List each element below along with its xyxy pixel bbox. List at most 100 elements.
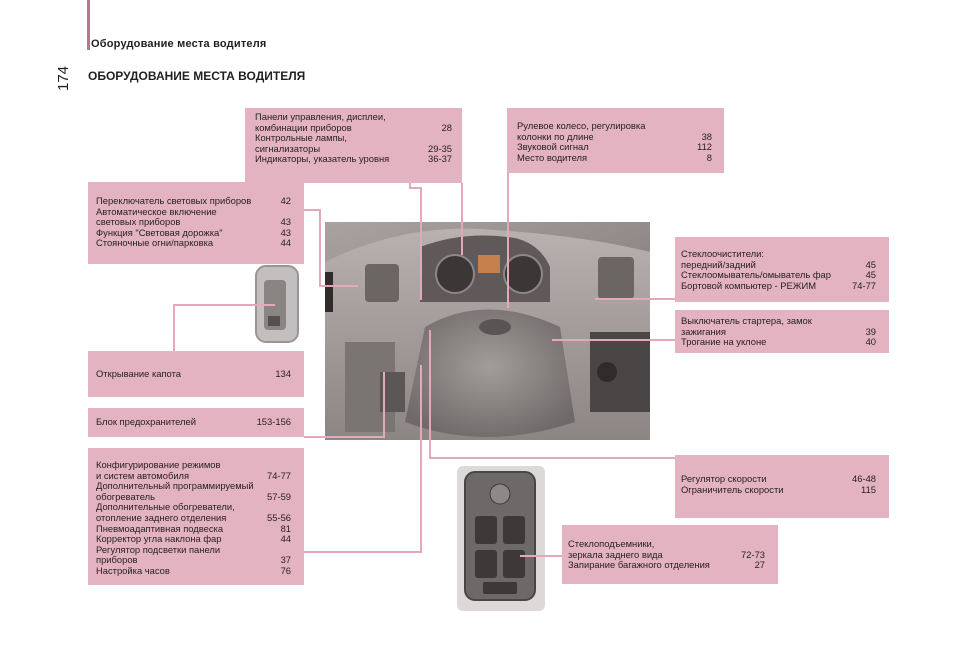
callout-text: Стеклоподъемники, — [568, 538, 655, 549]
callout-text: Блок предохранителей — [96, 416, 196, 427]
callout-text: сигнализаторы — [255, 142, 321, 154]
callout-text: зажигания — [681, 325, 726, 337]
page-reference[interactable]: 45 — [865, 258, 876, 270]
callout-row: Панели управления, дисплеи, — [255, 111, 452, 123]
page-title: ОБОРУДОВАНИЕ МЕСТА ВОДИТЕЛЯ — [88, 69, 306, 83]
page-reference[interactable]: 43 — [280, 216, 291, 228]
callout-row: и систем автомобиля 74-77 — [96, 469, 291, 482]
callout-row: Функция "Световая дорожка" 43 — [96, 226, 291, 239]
callout-panels: Панели управления, дисплеи,комбинации пр… — [245, 108, 462, 183]
callout-text: Переключатель световых приборов — [96, 195, 252, 206]
callout-row: колонки по длине 38 — [517, 130, 712, 143]
page-reference[interactable] — [870, 249, 876, 260]
callout-text: Автоматическое включение — [96, 205, 217, 217]
callout-row: Стеклоомыватель/омыватель фар 45 — [681, 270, 876, 281]
callout-row: Дополнительные обогреватели, — [96, 502, 291, 513]
callout-row: Стеклоочистители: — [681, 248, 876, 260]
hood-release-photo — [254, 264, 300, 344]
callout-text: Стеклоочистители: — [681, 248, 764, 259]
page-reference[interactable]: 134 — [275, 368, 291, 379]
page-reference[interactable]: 44 — [280, 533, 291, 545]
accent-bar — [87, 0, 90, 50]
page-reference[interactable] — [446, 112, 452, 123]
page-reference[interactable]: 36-37 — [428, 153, 452, 165]
callout-text: Функция "Световая дорожка" — [96, 226, 223, 238]
callout-text: Настройка часов — [96, 564, 170, 576]
page-reference[interactable]: 40 — [865, 336, 876, 348]
callout-row: Регулятор подсветки панели — [96, 543, 291, 556]
page-reference[interactable]: 39 — [865, 325, 876, 337]
page-reference[interactable]: 115 — [861, 483, 876, 495]
page-reference[interactable]: 153-156 — [256, 416, 291, 427]
page-reference[interactable]: 29-35 — [428, 142, 452, 154]
page-reference[interactable]: 42 — [280, 195, 291, 206]
callout-row: Пневмоадаптивная подвеска 81 — [96, 522, 291, 535]
page-reference[interactable]: 44 — [280, 237, 291, 249]
page-reference[interactable]: 37 — [280, 554, 291, 566]
page-reference[interactable]: 8 — [706, 151, 712, 163]
page-reference[interactable]: 74-77 — [852, 279, 876, 291]
callout-text: Открывание капота — [96, 368, 181, 379]
callout-text: Конфигурирование режимов — [96, 459, 221, 470]
callout-row: передний/задний 45 — [681, 258, 876, 271]
page-reference[interactable] — [285, 460, 291, 471]
callout-row: Выключатель стартера, замок — [681, 315, 876, 327]
page-reference[interactable]: 28 — [441, 121, 452, 133]
callout-row: Рулевое колесо, регулировка — [517, 120, 712, 132]
page-reference[interactable]: 38 — [701, 130, 712, 142]
page-reference[interactable]: 43 — [280, 226, 291, 238]
callout-row: Переключатель световых приборов 42 — [96, 195, 291, 207]
callout-text: Стеклоомыватель/омыватель фар — [681, 269, 831, 281]
callout-row: Открывание капота 134 — [96, 368, 291, 380]
page-reference[interactable]: 27 — [754, 559, 765, 571]
page-reference[interactable]: 74-77 — [267, 469, 291, 481]
page-reference[interactable] — [870, 316, 876, 327]
page-reference[interactable]: 55-56 — [267, 511, 291, 523]
callout-text: Трогание на уклоне — [681, 336, 767, 348]
page-reference[interactable]: 72-73 — [741, 548, 765, 560]
page-reference[interactable]: 81 — [280, 522, 291, 534]
page-reference[interactable]: 45 — [865, 269, 876, 281]
callout-text: отопление заднего отделения — [96, 511, 227, 523]
callout-text: Звуковой сигнал — [517, 141, 589, 153]
page-reference[interactable] — [759, 539, 765, 550]
callout-row: Контрольные лампы, — [255, 133, 452, 144]
callout-row: Стеклоподъемники, — [568, 538, 765, 550]
callout-row: сигнализаторы 29-35 — [255, 142, 452, 155]
page-reference[interactable]: 76 — [280, 564, 291, 576]
page-reference[interactable]: 57-59 — [267, 490, 291, 502]
callout-text: передний/задний — [681, 258, 756, 270]
callout-row: Трогание на уклоне 40 — [681, 337, 876, 348]
callout-text: Панели управления, дисплеи, — [255, 111, 386, 122]
callout-row: Конфигурирование режимов — [96, 459, 291, 471]
callout-text: Дополнительные обогреватели, — [96, 501, 235, 513]
callout-row: зажигания 39 — [681, 325, 876, 338]
callout-text: Пневмоадаптивная подвеска — [96, 522, 224, 534]
page-reference[interactable] — [706, 121, 712, 132]
callout-text: Регулятор подсветки панели — [96, 543, 221, 555]
callout-text: Бортовой компьютер - РЕЖИМ — [681, 279, 817, 291]
callout-row: Автоматическое включение — [96, 205, 291, 218]
page-reference[interactable]: 112 — [697, 141, 712, 153]
callout-text: и систем автомобиля — [96, 469, 190, 481]
page-reference[interactable]: 46-48 — [852, 473, 876, 484]
callout-row: Звуковой сигнал 112 — [517, 142, 712, 153]
callout-text: колонки по длине — [517, 130, 594, 142]
dashboard-photo — [325, 222, 650, 440]
page-number: 174 — [55, 65, 72, 91]
